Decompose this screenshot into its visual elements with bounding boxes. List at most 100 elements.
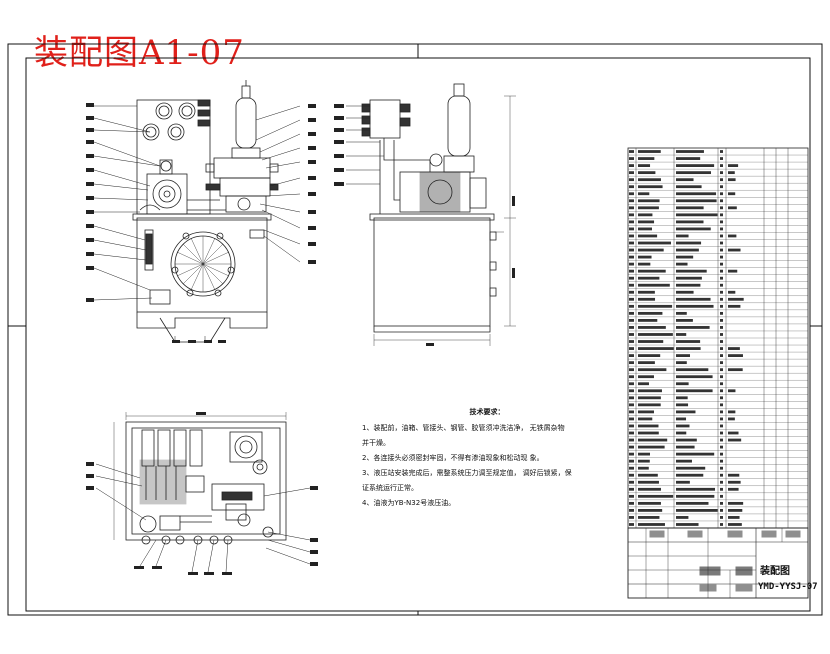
parts-list-cell-mark (728, 473, 740, 477)
parts-list-cell-mark (720, 438, 723, 442)
parts-list-cell-mark (638, 311, 663, 315)
parts-list-cell-mark (728, 354, 743, 357)
parts-list-cell-mark (638, 509, 663, 512)
parts-list-cell-mark (638, 248, 664, 252)
parts-list-cell-mark (676, 382, 689, 386)
parts-list-cell-mark (720, 213, 723, 217)
parts-list-cell-mark (728, 178, 736, 182)
parts-list-cell-mark (638, 234, 658, 238)
parts-list-cell-mark (638, 157, 655, 160)
parts-list-cell-mark (638, 389, 662, 393)
parts-list-cell-mark (720, 311, 723, 315)
parts-list-cell-mark (720, 241, 723, 245)
note-line: 2、各连接头必须密封牢固，不得有渗油现象和松动现 象。 (362, 454, 544, 462)
parts-list-cell-mark (720, 466, 723, 470)
parts-list-cell-mark (720, 431, 723, 435)
parts-list-cell-mark (720, 494, 723, 498)
parts-list-cell-mark (720, 417, 723, 421)
parts-list-cell-mark (676, 326, 710, 329)
parts-list-cell-mark (676, 347, 701, 350)
parts-list-cell-mark (720, 340, 723, 343)
parts-list-cell-mark (629, 340, 634, 343)
parts-list-cell-mark (629, 164, 634, 167)
parts-list-cell-mark (629, 157, 634, 160)
parts-list-cell-mark (720, 234, 723, 238)
parts-list-cell-mark (728, 192, 736, 196)
parts-list (627, 147, 809, 529)
parts-list-cell-mark (676, 445, 695, 449)
parts-list-cell-mark (629, 424, 634, 428)
parts-list-cell-mark (638, 403, 661, 407)
parts-list-cell-mark (720, 354, 723, 357)
parts-list-cell-mark (638, 326, 666, 329)
parts-list-cell-mark (629, 403, 634, 407)
parts-list-cell-mark (629, 382, 634, 386)
parts-list-cell-mark (638, 178, 661, 182)
parts-list-cell-mark (728, 523, 742, 526)
parts-list-cell-mark (720, 403, 723, 407)
parts-list-cell-mark (728, 248, 741, 252)
parts-list-cell-mark (638, 185, 663, 189)
parts-list-cell-mark (728, 480, 741, 484)
parts-list-cell-mark (629, 375, 634, 379)
parts-list-cell-mark (629, 297, 634, 301)
parts-list-cell-mark (720, 171, 723, 175)
parts-list-cell-mark (720, 178, 723, 182)
parts-list-cell-mark (676, 480, 690, 484)
parts-list-cell-mark (728, 410, 736, 414)
parts-list-cell-mark (728, 509, 743, 512)
parts-list-cell-mark (720, 262, 723, 266)
parts-list-cell-mark (676, 494, 715, 498)
parts-list-cell-mark (676, 431, 687, 435)
parts-list-cell-mark (638, 396, 661, 400)
parts-list-cell-mark (676, 509, 718, 512)
parts-list-cell-mark (720, 150, 723, 153)
parts-list-cell-mark (638, 431, 659, 435)
parts-list-cell-mark (629, 276, 634, 280)
parts-list-cell-mark (676, 473, 704, 477)
note-line: 1、装配前，油箱、管接头、钢管、胶管须冲洗洁净， 无铁屑杂物 (362, 424, 565, 432)
parts-list-cell-mark (720, 276, 723, 280)
parts-list-cell-mark (676, 157, 701, 160)
parts-list-cell-mark (720, 459, 723, 463)
parts-list-cell-mark (728, 206, 737, 210)
parts-list-cell-mark (676, 234, 689, 238)
parts-list-cell-mark (720, 164, 723, 167)
parts-list-cell-mark (676, 466, 706, 470)
parts-list-cell-mark (638, 171, 656, 175)
parts-list-cell-mark (629, 248, 634, 252)
parts-list-cell-mark (638, 480, 659, 484)
parts-list-cell-mark (629, 333, 634, 336)
parts-list-cell-mark (638, 276, 660, 280)
parts-list-cell-mark (676, 361, 687, 365)
parts-list-cell-mark (638, 255, 652, 259)
parts-list-cell-mark (676, 319, 693, 322)
parts-list-cell-mark (676, 487, 716, 491)
parts-list-cell-mark (638, 361, 655, 365)
parts-list-cell-mark (676, 311, 687, 315)
parts-list-cell-mark (728, 501, 744, 505)
parts-list-cell-mark (629, 227, 634, 231)
parts-list-cell-mark (676, 192, 717, 196)
drawing-name: 装配图 (760, 566, 790, 577)
parts-list-cell-mark (676, 290, 694, 294)
parts-list-cell-mark (720, 361, 723, 365)
parts-list-cell-mark (720, 192, 723, 196)
parts-list-cell-mark (720, 480, 723, 484)
parts-list-cell-mark (629, 487, 634, 491)
parts-list-cell-mark (629, 410, 634, 414)
parts-list-cell-mark (638, 452, 651, 456)
parts-list-cell-mark (720, 255, 723, 259)
parts-list-cell-mark (629, 234, 634, 238)
parts-list-cell-mark (629, 150, 634, 153)
technical-notes: 技术要求： 1、装配前，油箱、管接头、钢管、胶管须冲洗洁净， 无铁屑杂物 并干燥… (362, 405, 592, 511)
parts-list-cell-mark (676, 213, 718, 217)
parts-list-cell-mark (629, 445, 634, 449)
parts-list-cell-mark (720, 326, 723, 329)
top-view (113, 412, 287, 545)
parts-list-cell-mark (676, 396, 688, 400)
top-view-balloons (95, 463, 311, 573)
parts-list-cell-mark (629, 473, 634, 477)
parts-list-cell-mark (638, 164, 651, 167)
notes-heading: 技术要求： (469, 408, 505, 416)
